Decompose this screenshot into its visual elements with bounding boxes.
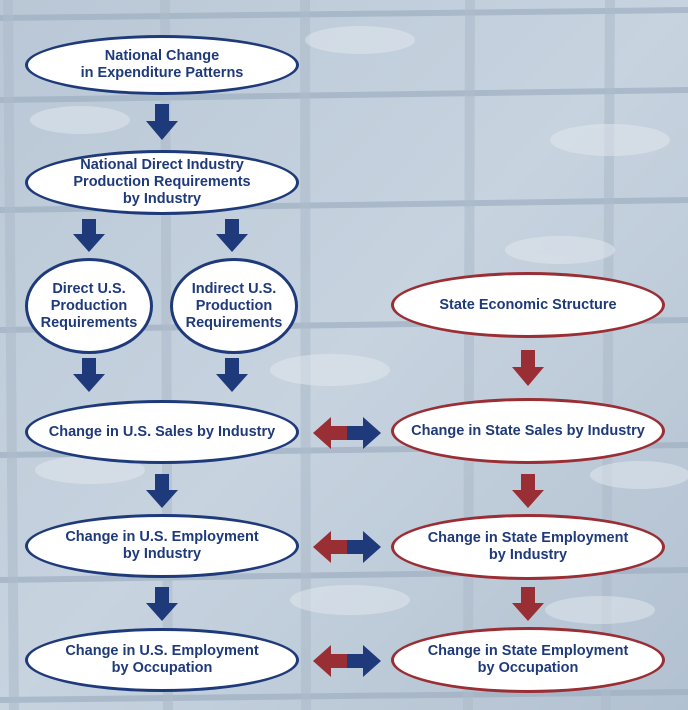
indirect-us-node: Indirect U.S. Production Requirements [170,258,298,354]
direct-us-label: Direct U.S. Production Requirements [40,280,138,331]
state-emp-occupation-label: Change in State Employment by Occupation [427,643,629,676]
indirect-us-label: Indirect U.S. Production Requirements [185,280,283,331]
state-emp-occupation-node: Change in State Employment by Occupation [391,627,665,693]
arrow-down-icon [512,350,544,386]
arrow-down-icon [216,219,248,252]
arrow-down-icon [216,358,248,392]
us-emp-industry-label: Change in U.S. Employment by Industry [65,529,259,562]
arrow-down-icon [146,104,178,140]
national-change-node: National Change in Expenditure Patterns [25,35,299,95]
state-sales-label: Change in State Sales by Industry [411,422,645,439]
us-emp-occupation-node: Change in U.S. Employment by Occupation [25,628,299,692]
bidirectional-arrow-icon [313,531,381,563]
us-emp-industry-node: Change in U.S. Employment by Industry [25,514,299,578]
direct-us-node: Direct U.S. Production Requirements [25,258,153,354]
arrow-down-icon [512,474,544,508]
us-sales-label: Change in U.S. Sales by Industry [48,423,276,440]
bidirectional-arrow-icon [313,417,381,449]
arrow-down-icon [512,587,544,621]
bidirectional-arrow-icon [313,645,381,677]
state-emp-industry-node: Change in State Employment by Industry [391,514,665,580]
arrow-down-icon [73,358,105,392]
us-emp-occupation-label: Change in U.S. Employment by Occupation [65,643,259,676]
national-direct-label: National Direct Industry Production Requ… [73,157,251,207]
national-direct-node: National Direct Industry Production Requ… [25,150,299,215]
state-structure-node: State Economic Structure [391,272,665,338]
arrow-down-icon [146,587,178,621]
state-emp-industry-label: Change in State Employment by Industry [427,530,629,563]
national-change-label: National Change in Expenditure Patterns [80,48,244,81]
state-sales-node: Change in State Sales by Industry [391,398,665,464]
us-sales-node: Change in U.S. Sales by Industry [25,400,299,464]
state-structure-label: State Economic Structure [439,296,617,313]
arrow-down-icon [73,219,105,252]
arrow-down-icon [146,474,178,508]
